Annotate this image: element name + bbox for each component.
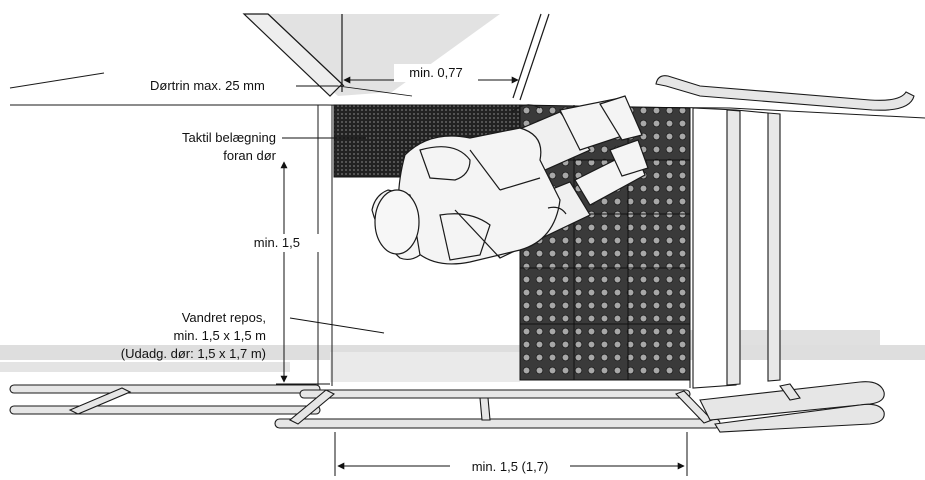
door-width-label-bg	[394, 64, 478, 82]
landing-label-line2: min. 1,5 x 1,5 m	[174, 328, 266, 343]
threshold-leader-2	[337, 85, 413, 97]
landing-leader	[289, 317, 385, 334]
dimension-landing-depth	[276, 161, 330, 385]
threshold-label: Dørtrin max. 25 mm	[150, 78, 265, 93]
tactile-label-line2: foran dør	[223, 148, 276, 163]
wheelchair-user-figure	[371, 95, 649, 265]
landing-width-label-bg	[450, 458, 570, 476]
landing-depth-label-bg	[250, 234, 320, 252]
upper-handrail	[655, 75, 915, 111]
landing-label-line3: (Udadg. dør: 1,5 x 1,7 m)	[121, 346, 266, 361]
stair-steps	[692, 107, 781, 389]
lower-handrail-frame	[9, 381, 885, 433]
landing-width-label: min. 1,5 (1,7)	[472, 459, 549, 474]
landing-label-line1: Vandret repos,	[182, 310, 266, 325]
door-width-label: min. 0,77	[409, 65, 462, 80]
landing-depth-label: min. 1,5	[254, 235, 300, 250]
tactile-label-line1: Taktil belægning	[182, 130, 276, 145]
door-leaf	[242, 13, 550, 101]
